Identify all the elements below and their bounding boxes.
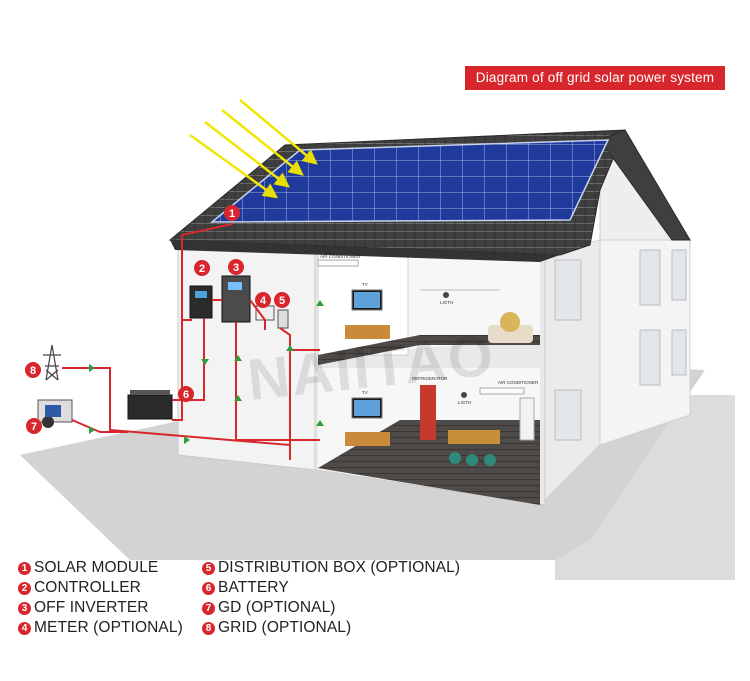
- legend-label: GD (OPTIONAL): [218, 599, 336, 616]
- legend-item-3: 3 OFF INVERTER: [18, 598, 183, 618]
- legend-item-8: 8 GRID (OPTIONAL): [202, 618, 460, 638]
- svg-text:6: 6: [183, 389, 189, 401]
- svg-text:5: 5: [279, 295, 285, 307]
- room-label-light-upper: LIGTH: [440, 300, 453, 305]
- legend-number: 5: [202, 561, 215, 575]
- legend-column-right: 5 DISTRIBUTION BOX (OPTIONAL) 6 BATTERY …: [202, 558, 460, 638]
- legend-item-7: 7 GD (OPTIONAL): [202, 598, 460, 618]
- marker-7: 7: [26, 418, 42, 434]
- marker-8: 8: [25, 362, 41, 378]
- svg-text:1: 1: [229, 208, 235, 220]
- room-label-tv-lower: TV: [362, 390, 368, 395]
- legend-label: OFF INVERTER: [34, 599, 149, 616]
- marker-2: 2: [194, 260, 210, 276]
- legend-label: CONTROLLER: [34, 579, 141, 596]
- legend-item-5: 5 DISTRIBUTION BOX (OPTIONAL): [202, 558, 460, 578]
- flow-arrows: [89, 300, 324, 444]
- legend-number: 3: [18, 601, 31, 615]
- legend-label: GRID (OPTIONAL): [218, 619, 352, 636]
- legend-item-6: 6 BATTERY: [202, 578, 460, 598]
- marker-3: 3: [228, 259, 244, 275]
- solar-panel-array: [209, 139, 610, 223]
- legend-label: DISTRIBUTION BOX (OPTIONAL): [218, 559, 461, 576]
- legend-number: 2: [18, 581, 31, 595]
- legend-number: 7: [202, 601, 215, 615]
- marker-1: 1: [224, 205, 240, 221]
- svg-text:2: 2: [199, 263, 205, 275]
- marker-6: 6: [178, 386, 194, 402]
- room-label-ac-lower: AIR CONDITIONER: [498, 380, 539, 385]
- legend-item-2: 2 CONTROLLER: [18, 578, 183, 598]
- legend-number: 6: [202, 581, 215, 595]
- svg-text:3: 3: [233, 262, 239, 274]
- wiring: [62, 223, 320, 460]
- room-label-ac-upper: AIR CONDITIONER: [320, 254, 361, 259]
- upper-floor: [318, 335, 540, 365]
- diagram-title: Diagram of off grid solar power system: [465, 66, 725, 90]
- legend-column-left: 1 SOLAR MODULE 2 CONTROLLER 3 OFF INVERT…: [18, 558, 183, 638]
- room-label-tv-upper: TV: [362, 282, 368, 287]
- controller-device: [189, 285, 213, 319]
- legend-item-1: 1 SOLAR MODULE: [18, 558, 183, 578]
- svg-text:7: 7: [31, 421, 37, 433]
- svg-text:8: 8: [30, 365, 36, 377]
- legend-label: SOLAR MODULE: [34, 559, 159, 576]
- legend-number: 1: [18, 561, 31, 575]
- legend-item-4: 4 METER (OPTIONAL): [18, 618, 183, 638]
- marker-5: 5: [274, 292, 290, 308]
- sun-rays: [189, 99, 318, 199]
- legend-label: BATTERY: [218, 579, 289, 596]
- grid-tower-icon: [43, 344, 61, 381]
- legend-number: 4: [18, 621, 31, 635]
- battery-device: [127, 394, 173, 420]
- marker-4: 4: [255, 292, 271, 308]
- distribution-box: [277, 309, 289, 329]
- room-label-light-lower: LIGTH: [458, 400, 471, 405]
- generator-device: [37, 399, 73, 428]
- svg-text:4: 4: [260, 295, 267, 307]
- room-label-refrigerator: REFRIGERATOR: [412, 376, 448, 381]
- legend-label: METER (OPTIONAL): [34, 619, 183, 636]
- legend-number: 8: [202, 621, 215, 635]
